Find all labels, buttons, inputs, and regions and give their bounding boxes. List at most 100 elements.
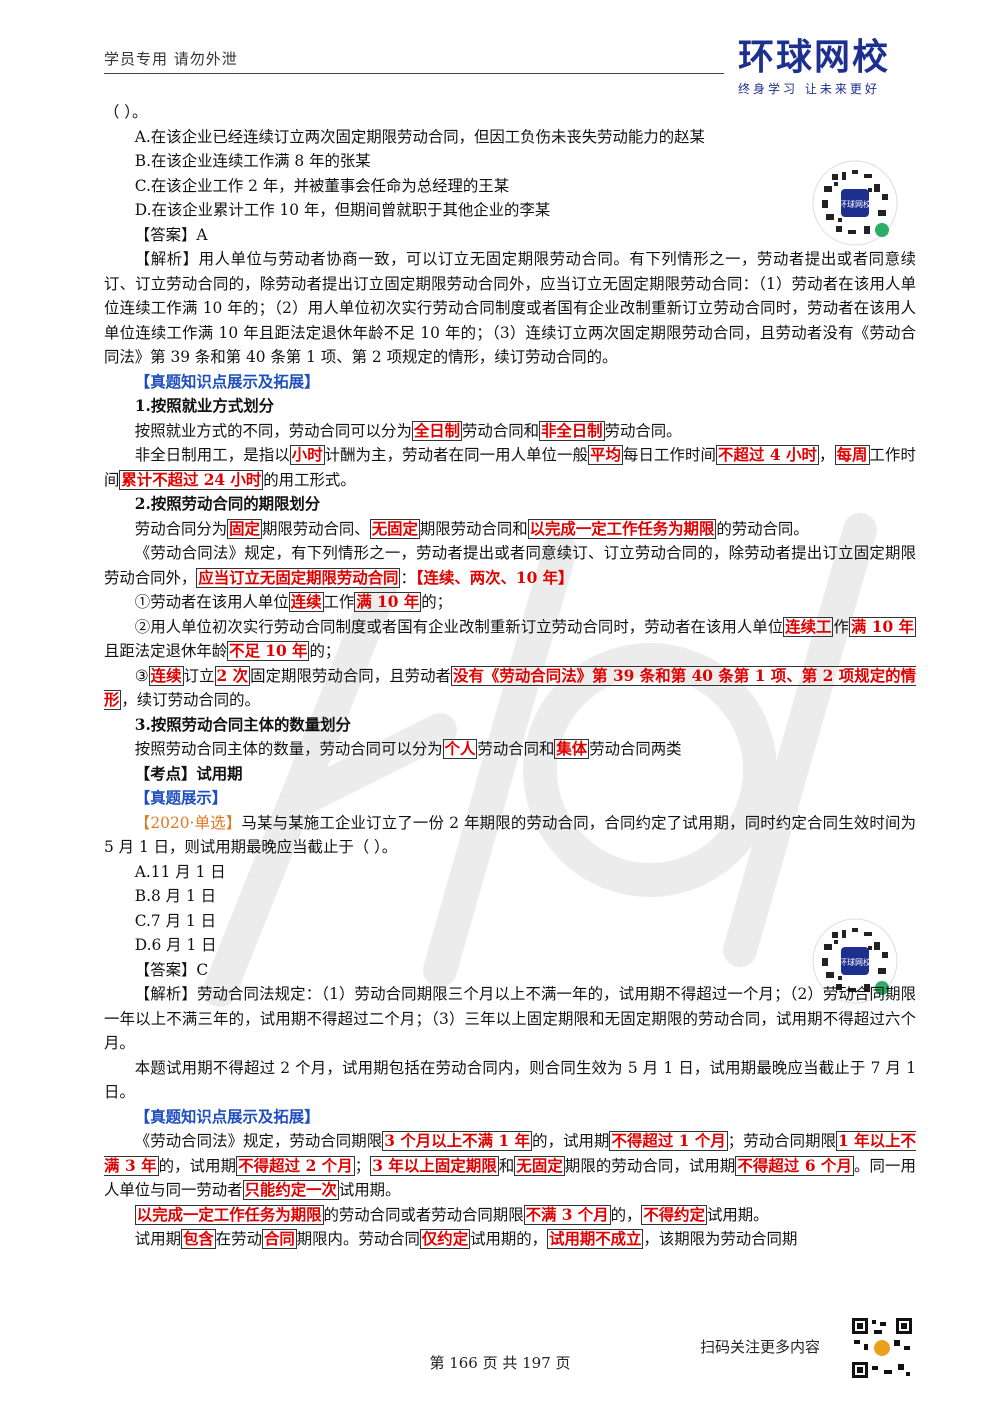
text-segment: ，该期限为劳动合同期 xyxy=(643,1230,798,1248)
highlighted-term: 全日制 xyxy=(411,420,463,441)
highlighted-term: 小时 xyxy=(289,445,325,465)
subsection-title: 1.按照就业方式划分 xyxy=(134,397,274,415)
rich-paragraph: 以完成一定工作任务为期限的劳动合同或者劳动合同期限不满 3 个月的，不得约定试用… xyxy=(104,1203,916,1228)
text-segment: ①劳动者在该用人单位 xyxy=(134,593,289,611)
text-segment: 劳动合同。 xyxy=(604,421,682,440)
highlighted-term: 平均 xyxy=(588,445,624,465)
highlighted-term: 无固定 xyxy=(369,518,420,539)
text-segment: ， xyxy=(819,446,835,464)
highlighted-term: 没有《劳动合同法》第 39 条和第 40 条第 1 项、第 2 项规定的情形 xyxy=(104,665,916,710)
option-a: A.在该企业已经连续订立两次固定期限劳动合同，但因工负伤未丧失劳动能力的赵某 xyxy=(134,127,705,146)
highlighted-term: 不满 3 个月 xyxy=(523,1204,611,1225)
option-c: C.在该企业工作 2 年，并被董事会任命为总经理的王某 xyxy=(134,176,510,195)
text-segment: 按照就业方式的不同，劳动合同可以分为 xyxy=(134,421,412,440)
text-segment: 劳动合同和 xyxy=(462,421,539,440)
highlighted-term: 每周 xyxy=(834,445,870,465)
page-content: （ ）。 A.在该企业已经连续订立两次固定期限劳动合同，但因工负伤未丧失劳动能力… xyxy=(104,100,916,1252)
text-segment: ②用人单位初次实行劳动合同制度或者国有企业改制重新订立劳动合同时，劳动者在该用人… xyxy=(134,617,784,636)
question-stem: 【2020·单选】马某与某施工企业订立了一份 2 年期限的劳动合同，合同约定了试… xyxy=(104,811,916,860)
rich-paragraph: 非全日制用工，是指以小时计酬为主，劳动者在同一用人单位一般平均每日工作时间不超过… xyxy=(104,443,916,492)
text-segment: 期限劳动合同和 xyxy=(419,519,528,538)
question-tag: 【2020·单选】 xyxy=(134,813,242,832)
analysis: 【解析】劳动合同法规定：（1）劳动合同期限三个月以上不满一年的，试用期不得超过一… xyxy=(104,985,916,1052)
text-segment: ： xyxy=(400,568,416,587)
highlighted-term: 仅约定 xyxy=(419,1229,471,1249)
text-segment: 期限的劳动合同，试用期 xyxy=(564,1156,736,1175)
text-segment: 试用期。 xyxy=(338,1181,401,1199)
highlighted-term: 3 年以上固定期限 xyxy=(370,1155,499,1176)
text-segment: ；劳动合同期限 xyxy=(727,1132,837,1150)
text-segment: 固定期限劳动合同，且劳动者 xyxy=(250,666,452,685)
text-segment: 的， xyxy=(610,1205,642,1224)
highlighted-term: 个人 xyxy=(442,739,478,759)
highlighted-term: 只能约定一次 xyxy=(242,1180,339,1200)
text-segment: ③ xyxy=(134,666,149,685)
highlighted-term: 以完成一定工作任务为期限 xyxy=(527,518,717,539)
highlighted-term: 1 年以上不满 3 年 xyxy=(104,1131,916,1176)
logo-slogan: 终身学习 让未来更好 xyxy=(738,82,880,96)
text-segment: 工作 xyxy=(323,593,355,611)
qr-code-wechat[interactable] xyxy=(850,1316,914,1380)
rich-paragraph: 试用期包含在劳动合同期限内。劳动合同仅约定试用期的，试用期不成立，该期限为劳动合… xyxy=(104,1227,916,1252)
highlighted-term: 不超过 4 小时 xyxy=(715,445,820,465)
text-segment: 的； xyxy=(421,593,453,611)
analysis-continued: 本题试用期不得超过 2 个月，试用期包括在劳动合同内，则合同生效为 5 月 1 … xyxy=(104,1058,916,1102)
highlighted-term: 连续工 xyxy=(783,616,834,637)
qr-center-label: 环球网校 xyxy=(839,957,871,967)
text-segment: 订立 xyxy=(183,666,215,685)
highlighted-term: 集体 xyxy=(554,739,590,759)
highlighted-term: 以完成一定工作任务为期限 xyxy=(134,1204,324,1225)
highlighted-term: 合同 xyxy=(261,1229,297,1249)
text-segment: ，续订劳动合同的。 xyxy=(121,691,260,709)
rich-paragraph: 《劳动合同法》规定，有下列情形之一，劳动者提出或者同意续订、订立劳动合同的，除劳… xyxy=(104,541,916,590)
rich-paragraph: 按照劳动合同主体的数量，劳动合同可以分为个人劳动合同和集体劳动合同两类 xyxy=(104,737,916,762)
highlighted-term: 不得约定 xyxy=(641,1204,707,1225)
text-segment: 的； xyxy=(309,642,341,660)
qr-center-label: 环球网校 xyxy=(839,199,871,209)
highlighted-term: 不得超过 2 个月 xyxy=(236,1155,355,1176)
brand-logo: 环球网校 终身学习 让未来更好 xyxy=(738,38,918,102)
text-segment: 每日工作时间 xyxy=(623,446,716,464)
list-item: ②用人单位初次实行劳动合同制度或者国有企业改制重新订立劳动合同时，劳动者在该用人… xyxy=(104,615,916,664)
highlighted-term: 无固定 xyxy=(514,1155,565,1176)
rich-paragraph: 劳动合同分为固定期限劳动合同、无固定期限劳动合同和以完成一定工作任务为期限的劳动… xyxy=(104,517,916,542)
highlighted-term: 不足 10 年 xyxy=(227,641,310,661)
qr-code-mini-program[interactable]: 环球网校 xyxy=(812,160,898,246)
text-segment: 工作时间 xyxy=(104,446,916,489)
highlighted-term: 3 个月以上不满 1 年 xyxy=(382,1131,533,1151)
rich-paragraph: 按照就业方式的不同，劳动合同可以分为全日制劳动合同和非全日制劳动合同。 xyxy=(104,419,916,444)
text-segment: 计酬为主，劳动者在同一用人单位一般 xyxy=(324,446,589,464)
highlighted-term: 非全日制 xyxy=(539,420,605,441)
option-a: A.11 月 1 日 xyxy=(134,862,226,881)
text-segment: 非全日制用工，是指以 xyxy=(134,446,290,464)
header-divider xyxy=(104,73,724,74)
text-segment: 的用工形式。 xyxy=(263,470,356,489)
highlighted-term: 连续 xyxy=(288,592,324,612)
text-segment: 作 xyxy=(833,617,849,636)
header-notice: 学员专用 请勿外泄 xyxy=(104,50,238,68)
highlighted-term: 试用期不成立 xyxy=(547,1229,644,1249)
highlighted-term: 累计不超过 24 小时 xyxy=(119,469,264,490)
text-segment: 试用期。 xyxy=(706,1205,769,1224)
highlighted-term: 包含 xyxy=(180,1229,216,1249)
highlighted-term: 固定 xyxy=(227,518,262,539)
real-question-heading: 【真题展示】 xyxy=(134,789,228,807)
highlighted-term: 2 次 xyxy=(214,665,251,686)
key-phrase: 【连续、两次、10 年】 xyxy=(415,568,574,587)
text-segment: 和 xyxy=(498,1156,515,1175)
text-segment: 的，试用期 xyxy=(158,1156,237,1175)
text-segment: 《劳动合同法》规定，有下列情形之一，劳动者提出或者同意续订、订立劳动合同的，除劳… xyxy=(104,544,916,587)
section-heading: 【真题知识点展示及拓展】 xyxy=(134,1107,320,1126)
question-stem-end: （ ）。 xyxy=(104,103,148,121)
text-segment: 试用期 xyxy=(134,1230,181,1248)
qr-code-mini-program-2[interactable]: 环球网校 xyxy=(812,918,898,1004)
highlighted-term: 应当订立无固定期限劳动合同 xyxy=(196,567,401,588)
answer: 【答案】C xyxy=(134,960,209,979)
option-b: B.8 月 1 日 xyxy=(134,887,217,905)
text-segment: 按照劳动合同主体的数量，劳动合同可以分为 xyxy=(134,740,443,758)
text-segment: 的，试用期 xyxy=(532,1132,610,1150)
highlighted-term: 满 10 年 xyxy=(354,592,422,612)
topic-label: 【考点】试用期 xyxy=(134,764,243,783)
